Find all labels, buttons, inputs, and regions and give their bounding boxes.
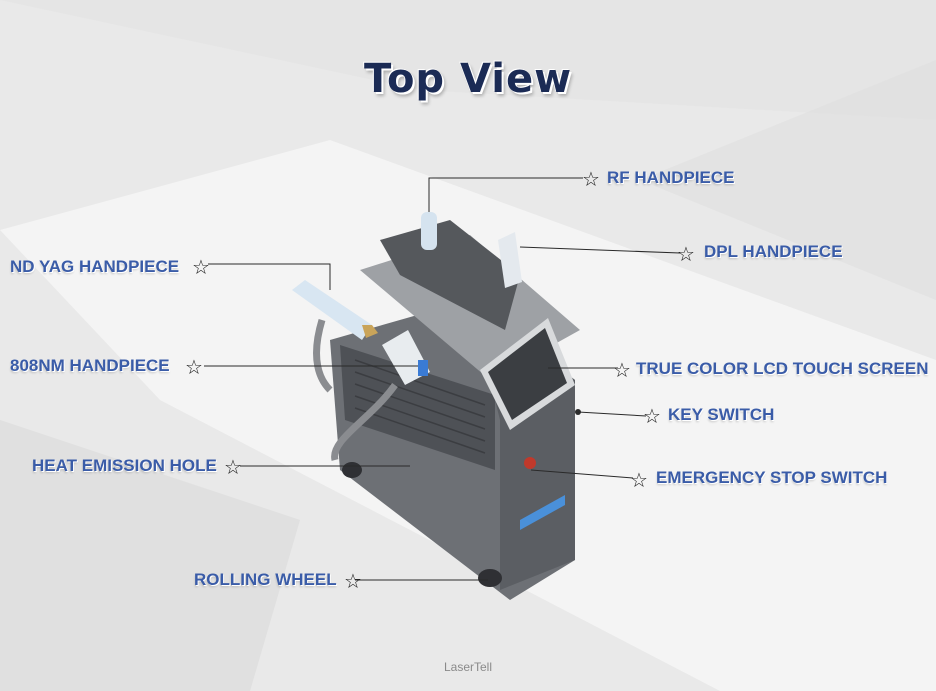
laser-machine-illustration [292,212,581,600]
watermark: LaserTell [443,660,493,674]
leader-rf-handpiece [428,177,583,212]
star-icon: ☆ [643,404,661,428]
label-dpl-handpiece: DPL HANDPIECE [704,242,843,261]
star-icon: ☆ [192,255,210,279]
label-heat-emission-hole: HEAT EMISSION HOLE [32,456,217,475]
label-808nm-handpiece: 808NM HANDPIECE [10,356,170,375]
star-icon: ☆ [613,358,631,382]
label-rf-handpiece: RF HANDPIECE [607,168,735,187]
label-rolling-wheel: ROLLING WHEEL [194,570,337,589]
star-icon: ☆ [630,468,648,492]
star-icon: ☆ [677,242,695,266]
label-lcd-touch-screen: TRUE COLOR LCD TOUCH SCREEN [636,359,929,378]
star-icon: ☆ [224,455,242,479]
leader-key-switch [577,411,647,417]
page-title: Top View [363,56,573,102]
label-emergency-stop-switch: EMERGENCY STOP SWITCH [656,468,888,487]
star-icon: ☆ [582,167,600,191]
star-icon: ☆ [185,355,203,379]
star-icon: ☆ [344,569,362,593]
leader-dpl-handpiece [519,246,681,254]
leader-emergency-stop [530,469,634,479]
leader-nd-yag-handpiece [208,263,331,290]
label-key-switch: KEY SWITCH [668,405,775,424]
label-nd-yag-handpiece: ND YAG HANDPIECE [10,257,180,276]
